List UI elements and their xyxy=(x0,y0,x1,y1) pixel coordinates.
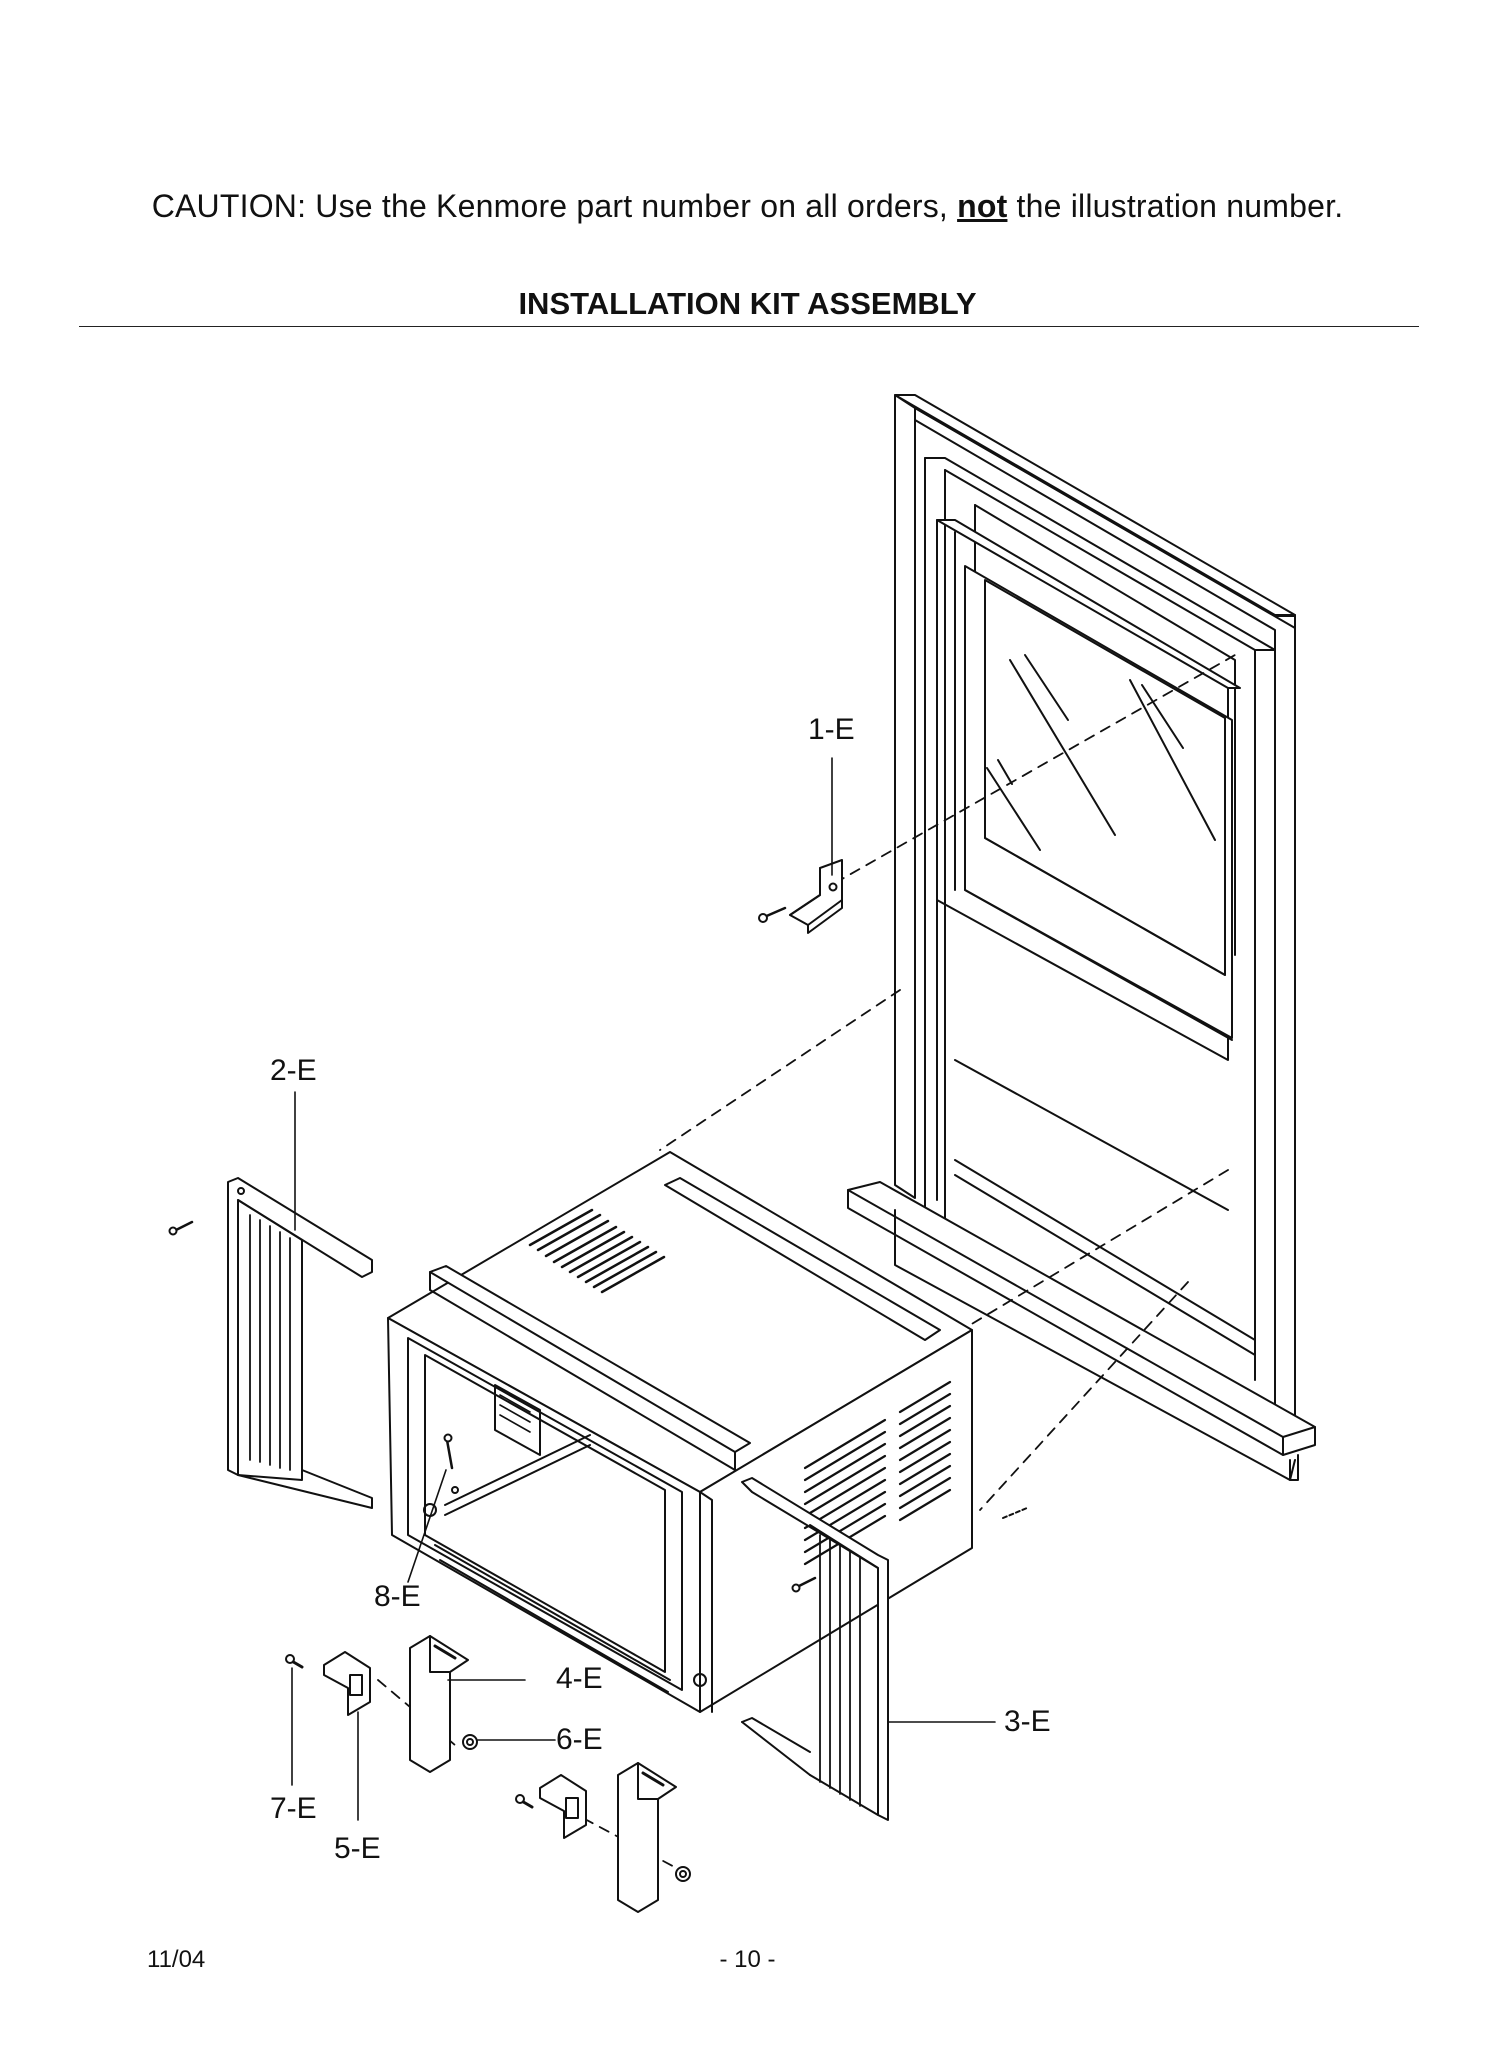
callout-4e: 4-E xyxy=(556,1662,603,1695)
caution-note: CAUTION: Use the Kenmore part number on … xyxy=(0,188,1495,225)
callout-8e: 8-E xyxy=(374,1580,421,1613)
page-number: - 10 - xyxy=(719,1946,776,1973)
callout-2e: 2-E xyxy=(270,1054,317,1087)
caution-suffix: the illustration number. xyxy=(1007,188,1344,224)
part-nut-6e xyxy=(462,1734,691,1882)
part-bracket-5e xyxy=(323,1651,587,1839)
part-screw-7e xyxy=(285,1654,534,1809)
callout-leader-lines xyxy=(291,757,996,1821)
caution-emphasis: not xyxy=(957,188,1008,224)
callout-1e: 1-E xyxy=(808,713,855,746)
callout-5e: 5-E xyxy=(334,1832,381,1865)
callout-3e: 3-E xyxy=(1004,1705,1051,1738)
part-support-bracket-4e xyxy=(409,1635,677,1913)
title-divider xyxy=(79,326,1419,327)
caution-prefix: CAUTION: Use the Kenmore part number on … xyxy=(151,188,958,224)
part-side-panel-2e xyxy=(168,1177,373,1509)
footer-date: 11/04 xyxy=(147,1946,206,1973)
air-conditioner-unit xyxy=(387,1151,973,1713)
section-title: INSTALLATION KIT ASSEMBLY xyxy=(518,286,977,321)
callout-6e: 6-E xyxy=(556,1723,603,1756)
callout-7e: 7-E xyxy=(270,1792,317,1825)
window-illustration xyxy=(847,394,1316,1481)
part-side-panel-3e xyxy=(741,1477,1028,1821)
part-bracket-1e xyxy=(758,859,843,934)
